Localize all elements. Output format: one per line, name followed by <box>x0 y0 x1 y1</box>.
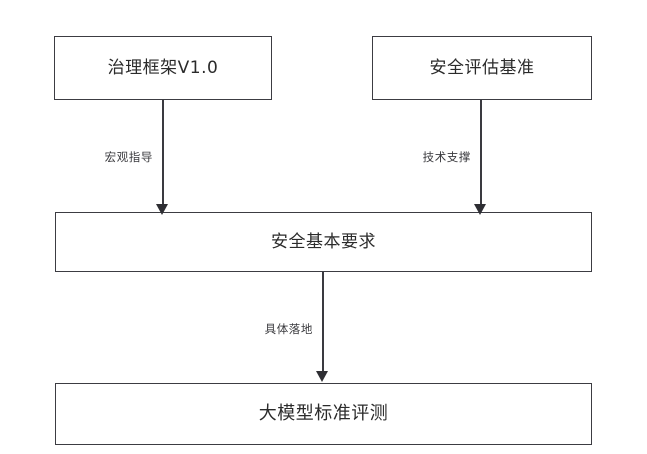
node-security-basic-requirements-label: 安全基本要求 <box>271 231 376 252</box>
edge-requirements-to-evaluation-label: 具体落地 <box>264 322 313 336</box>
node-large-model-standard-evaluation-label: 大模型标准评测 <box>258 403 389 425</box>
edge-line <box>480 100 482 205</box>
edge-line <box>162 100 164 205</box>
arrowhead-down-icon <box>316 371 328 382</box>
node-governance-framework-label: 治理框架V1.0 <box>107 57 219 78</box>
node-large-model-standard-evaluation: 大模型标准评测 <box>55 383 592 445</box>
node-security-assessment-baseline: 安全评估基准 <box>372 36 592 100</box>
arrowhead-down-icon <box>156 204 168 215</box>
node-governance-framework: 治理框架V1.0 <box>54 36 272 100</box>
edge-line <box>322 272 324 372</box>
arrowhead-down-icon <box>474 204 486 215</box>
edge-governance-to-requirements-label: 宏观指导 <box>104 150 153 164</box>
edge-baseline-to-requirements-label: 技术支撑 <box>422 150 471 164</box>
node-security-basic-requirements: 安全基本要求 <box>55 212 592 272</box>
node-security-assessment-baseline-label: 安全评估基准 <box>429 57 535 78</box>
